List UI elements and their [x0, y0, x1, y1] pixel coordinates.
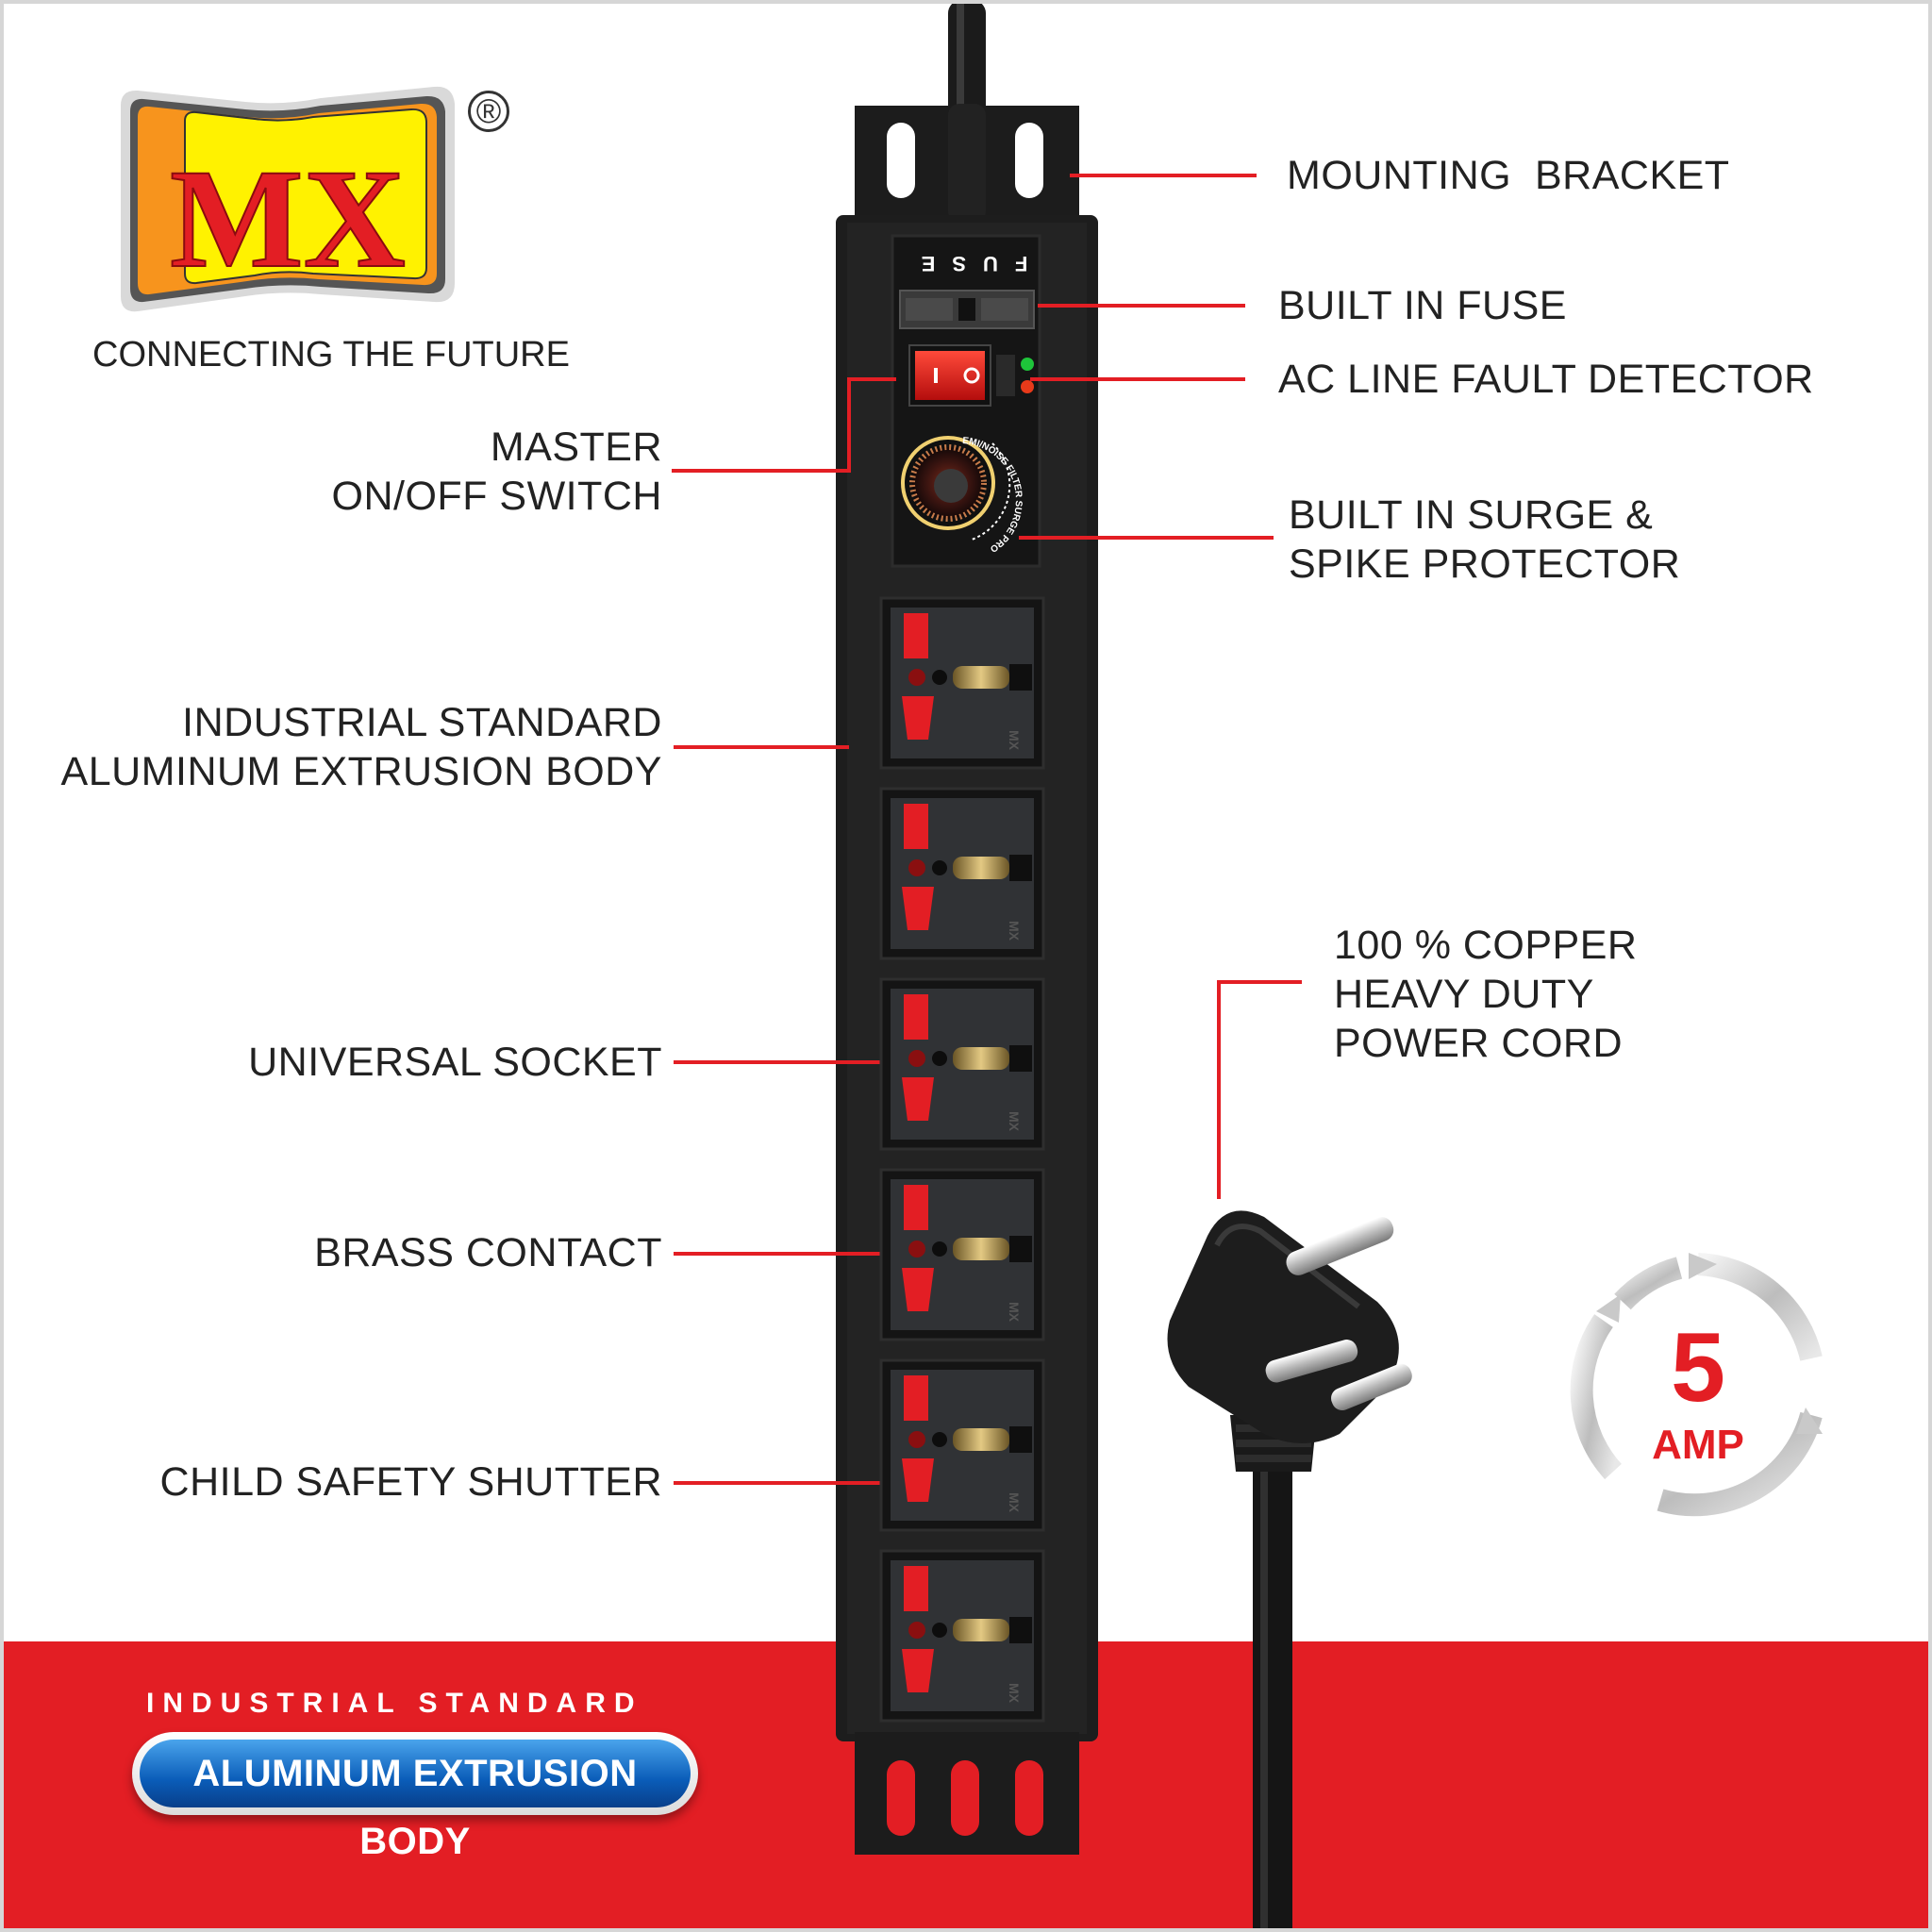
callout-child-safety-shutter: CHILD SAFETY SHUTTER — [159, 1459, 662, 1505]
brass-contact — [953, 1428, 1009, 1451]
child-safety-shutter — [902, 1458, 934, 1502]
amp-rating-value: 5 — [1671, 1313, 1725, 1423]
callout-ac-line-fault-detector: AC LINE FAULT DETECTOR — [1278, 357, 1814, 402]
amp-rating-unit: AMP — [1652, 1422, 1744, 1468]
child-safety-shutter — [904, 804, 928, 849]
callout-surge-protector: BUILT IN SURGE & SPIKE PROTECTOR — [1289, 492, 1681, 587]
callout-power-cord: 100 % COPPER HEAVY DUTY POWER CORD — [1334, 923, 1638, 1066]
child-safety-shutter — [902, 887, 934, 930]
brass-contact — [953, 1619, 1009, 1641]
callout-brass-contact: BRASS CONTACT — [314, 1230, 662, 1275]
badge-pill-inner: ALUMINUM EXTRUSION BODY — [140, 1740, 691, 1862]
universal-socket: MX — [879, 1358, 1045, 1532]
brass-contact — [953, 666, 1009, 689]
built-in-fuse — [899, 290, 1035, 329]
three-pin-plug — [1167, 1210, 1412, 1932]
badge-pill-text: ALUMINUM EXTRUSION BODY — [192, 1753, 638, 1862]
leader-lines — [672, 174, 1302, 1485]
universal-socket: MX — [879, 977, 1045, 1151]
brand-tagline: CONNECTING THE FUTURE — [92, 335, 570, 375]
child-safety-shutter — [902, 696, 934, 740]
child-safety-shutter — [904, 994, 928, 1040]
callout-built-in-fuse: BUILT IN FUSE — [1278, 283, 1567, 328]
badge-pill: ALUMINUM EXTRUSION BODY — [132, 1732, 698, 1862]
child-safety-shutter — [902, 1077, 934, 1121]
amp-rating-ring — [1570, 1253, 1823, 1517]
callout-master-switch: MASTER ON/OFF SWITCH — [331, 425, 662, 519]
child-safety-shutter — [904, 1375, 928, 1421]
brass-contact — [953, 857, 1009, 879]
master-switch — [908, 344, 991, 407]
callout-mounting-bracket: MOUNTING BRACKET — [1287, 153, 1730, 198]
universal-socket: MX — [879, 1549, 1045, 1723]
bottom-mounting-bracket — [855, 1732, 1079, 1855]
badge-industrial-standard: INDUSTRIAL STANDARD — [146, 1688, 643, 1719]
socket-brand-mark: MX — [1007, 921, 1022, 941]
child-safety-shutter — [902, 1649, 934, 1692]
socket-brand-mark: MX — [1007, 1683, 1022, 1704]
surge-protector-dial — [901, 436, 1011, 541]
registered-mark: ® — [468, 91, 509, 132]
callout-universal-socket: UNIVERSAL SOCKET — [248, 1040, 662, 1085]
logo-text: MX — [170, 141, 406, 297]
brass-contact — [953, 1047, 1009, 1070]
brass-contact — [953, 1238, 1009, 1260]
fuse-label: FUSE — [905, 252, 1028, 275]
child-safety-shutter — [904, 1566, 928, 1611]
fault-indicator-leds — [996, 355, 1034, 396]
universal-socket: MX — [879, 787, 1045, 960]
child-safety-shutter — [904, 613, 928, 658]
child-safety-shutter — [902, 1268, 934, 1311]
universal-socket: MX — [879, 596, 1045, 770]
universal-socket: MX — [879, 1168, 1045, 1341]
callout-extrusion-body: INDUSTRIAL STANDARD ALUMINUM EXTRUSION B… — [60, 700, 662, 794]
socket-brand-mark: MX — [1007, 730, 1022, 751]
child-safety-shutter — [904, 1185, 928, 1230]
socket-brand-mark: MX — [1007, 1302, 1022, 1323]
socket-brand-mark: MX — [1007, 1111, 1022, 1132]
socket-brand-mark: MX — [1007, 1492, 1022, 1513]
top-mounting-bracket — [855, 104, 1079, 223]
mx-logo — [121, 86, 455, 312]
